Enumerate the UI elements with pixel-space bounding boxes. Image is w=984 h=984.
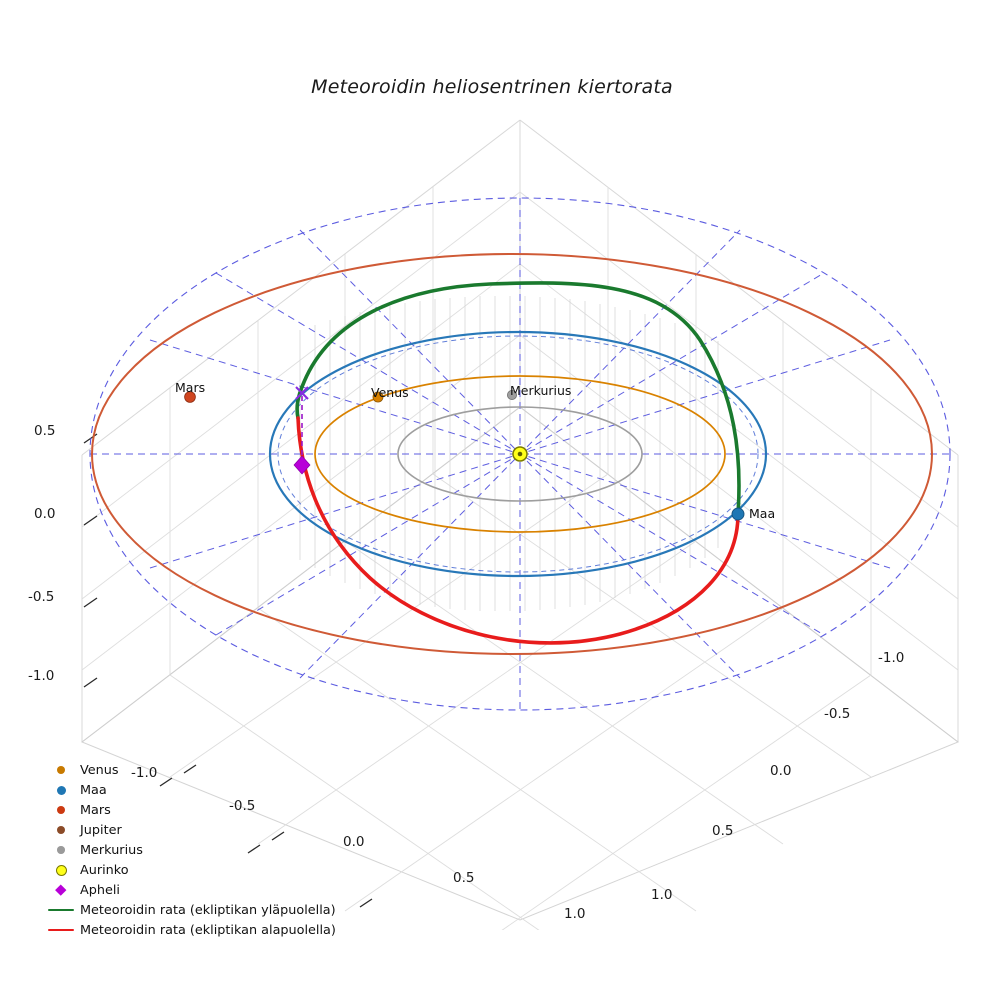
legend-label-venus: Venus (80, 762, 119, 778)
apheli-diamond-icon (44, 880, 78, 900)
page-title: Meteoroidin heliosentrinen kiertorata (311, 76, 673, 98)
marker-venus (372, 391, 384, 403)
label-mars: Mars (175, 380, 206, 395)
label-merkurius: Merkurius (510, 383, 572, 398)
orbit-maa-projection (277, 335, 759, 573)
z-tick-2: -0.5 (28, 589, 55, 605)
legend-label-mars: Mars (80, 802, 111, 818)
legend: Venus Maa Mars Jupiter Merkurius (44, 760, 344, 940)
aphelion-x-marker (295, 386, 309, 400)
legend-item-apheli: Apheli (44, 880, 344, 900)
legend-item-meteoroid-below: Meteoroidin rata (ekliptikan alapuolella… (44, 920, 344, 940)
orbit-venus (314, 375, 726, 533)
legend-label-maa: Maa (80, 782, 107, 798)
y-tick-3: 0.5 (712, 823, 734, 839)
label-maa: Maa (749, 506, 776, 521)
legend-item-jupiter: Jupiter (44, 820, 344, 840)
y-tick-2: 0.0 (770, 763, 792, 779)
x-tick-3: 0.5 (453, 870, 475, 886)
legend-item-aurinko: Aurinko (44, 860, 344, 880)
legend-label-jupiter: Jupiter (80, 822, 122, 838)
venus-dot-icon (44, 760, 78, 780)
x-tick-0: -1.0 (131, 765, 158, 781)
aphelion-diamond-marker (293, 455, 311, 475)
legend-label-apheli: Apheli (80, 882, 120, 898)
meteoroid-orbit-above (295, 281, 741, 516)
orbit-maa (268, 330, 768, 578)
legend-item-meteoroid-above: Meteoroidin rata (ekliptikan yläpuolella… (44, 900, 344, 920)
legend-label-meteoroid-below: Meteoroidin rata (ekliptikan alapuolella… (80, 922, 336, 938)
y-tick-1: -0.5 (824, 706, 851, 722)
y-tick-0: -1.0 (878, 650, 905, 666)
orbit-merkurius (397, 406, 643, 502)
maa-dot-icon (44, 780, 78, 800)
marker-aurinko (512, 446, 528, 462)
legend-item-maa: Maa (44, 780, 344, 800)
label-venus: Venus (371, 385, 409, 400)
red-line-icon (44, 920, 78, 940)
marker-maa (731, 507, 745, 521)
axes-3d-panes (81, 119, 959, 930)
marker-mars (184, 391, 196, 403)
legend-item-merkurius: Merkurius (44, 840, 344, 860)
jupiter-dot-icon (44, 820, 78, 840)
mars-dot-icon (44, 800, 78, 820)
y-tick-4: 1.0 (651, 887, 673, 903)
x-tick-4: 1.0 (564, 906, 586, 922)
green-line-icon (44, 900, 78, 920)
x-tick-1: -0.5 (229, 798, 256, 814)
legend-label-merkurius: Merkurius (80, 842, 143, 858)
legend-item-mars: Mars (44, 800, 344, 820)
z-tick-0: 0.5 (34, 423, 56, 439)
aurinko-dot-icon (44, 860, 78, 880)
z-tick-3: -1.0 (28, 668, 55, 684)
legend-item-venus: Venus (44, 760, 344, 780)
meteoroid-orbit-below (296, 416, 740, 645)
orbit-mars (91, 253, 933, 655)
z-tick-1: 0.0 (34, 506, 56, 522)
marker-merkurius (506, 389, 517, 400)
legend-label-aurinko: Aurinko (80, 862, 129, 878)
merkurius-dot-icon (44, 840, 78, 860)
x-tick-2: 0.0 (343, 834, 365, 850)
legend-label-meteoroid-above: Meteoroidin rata (ekliptikan yläpuolella… (80, 902, 336, 918)
